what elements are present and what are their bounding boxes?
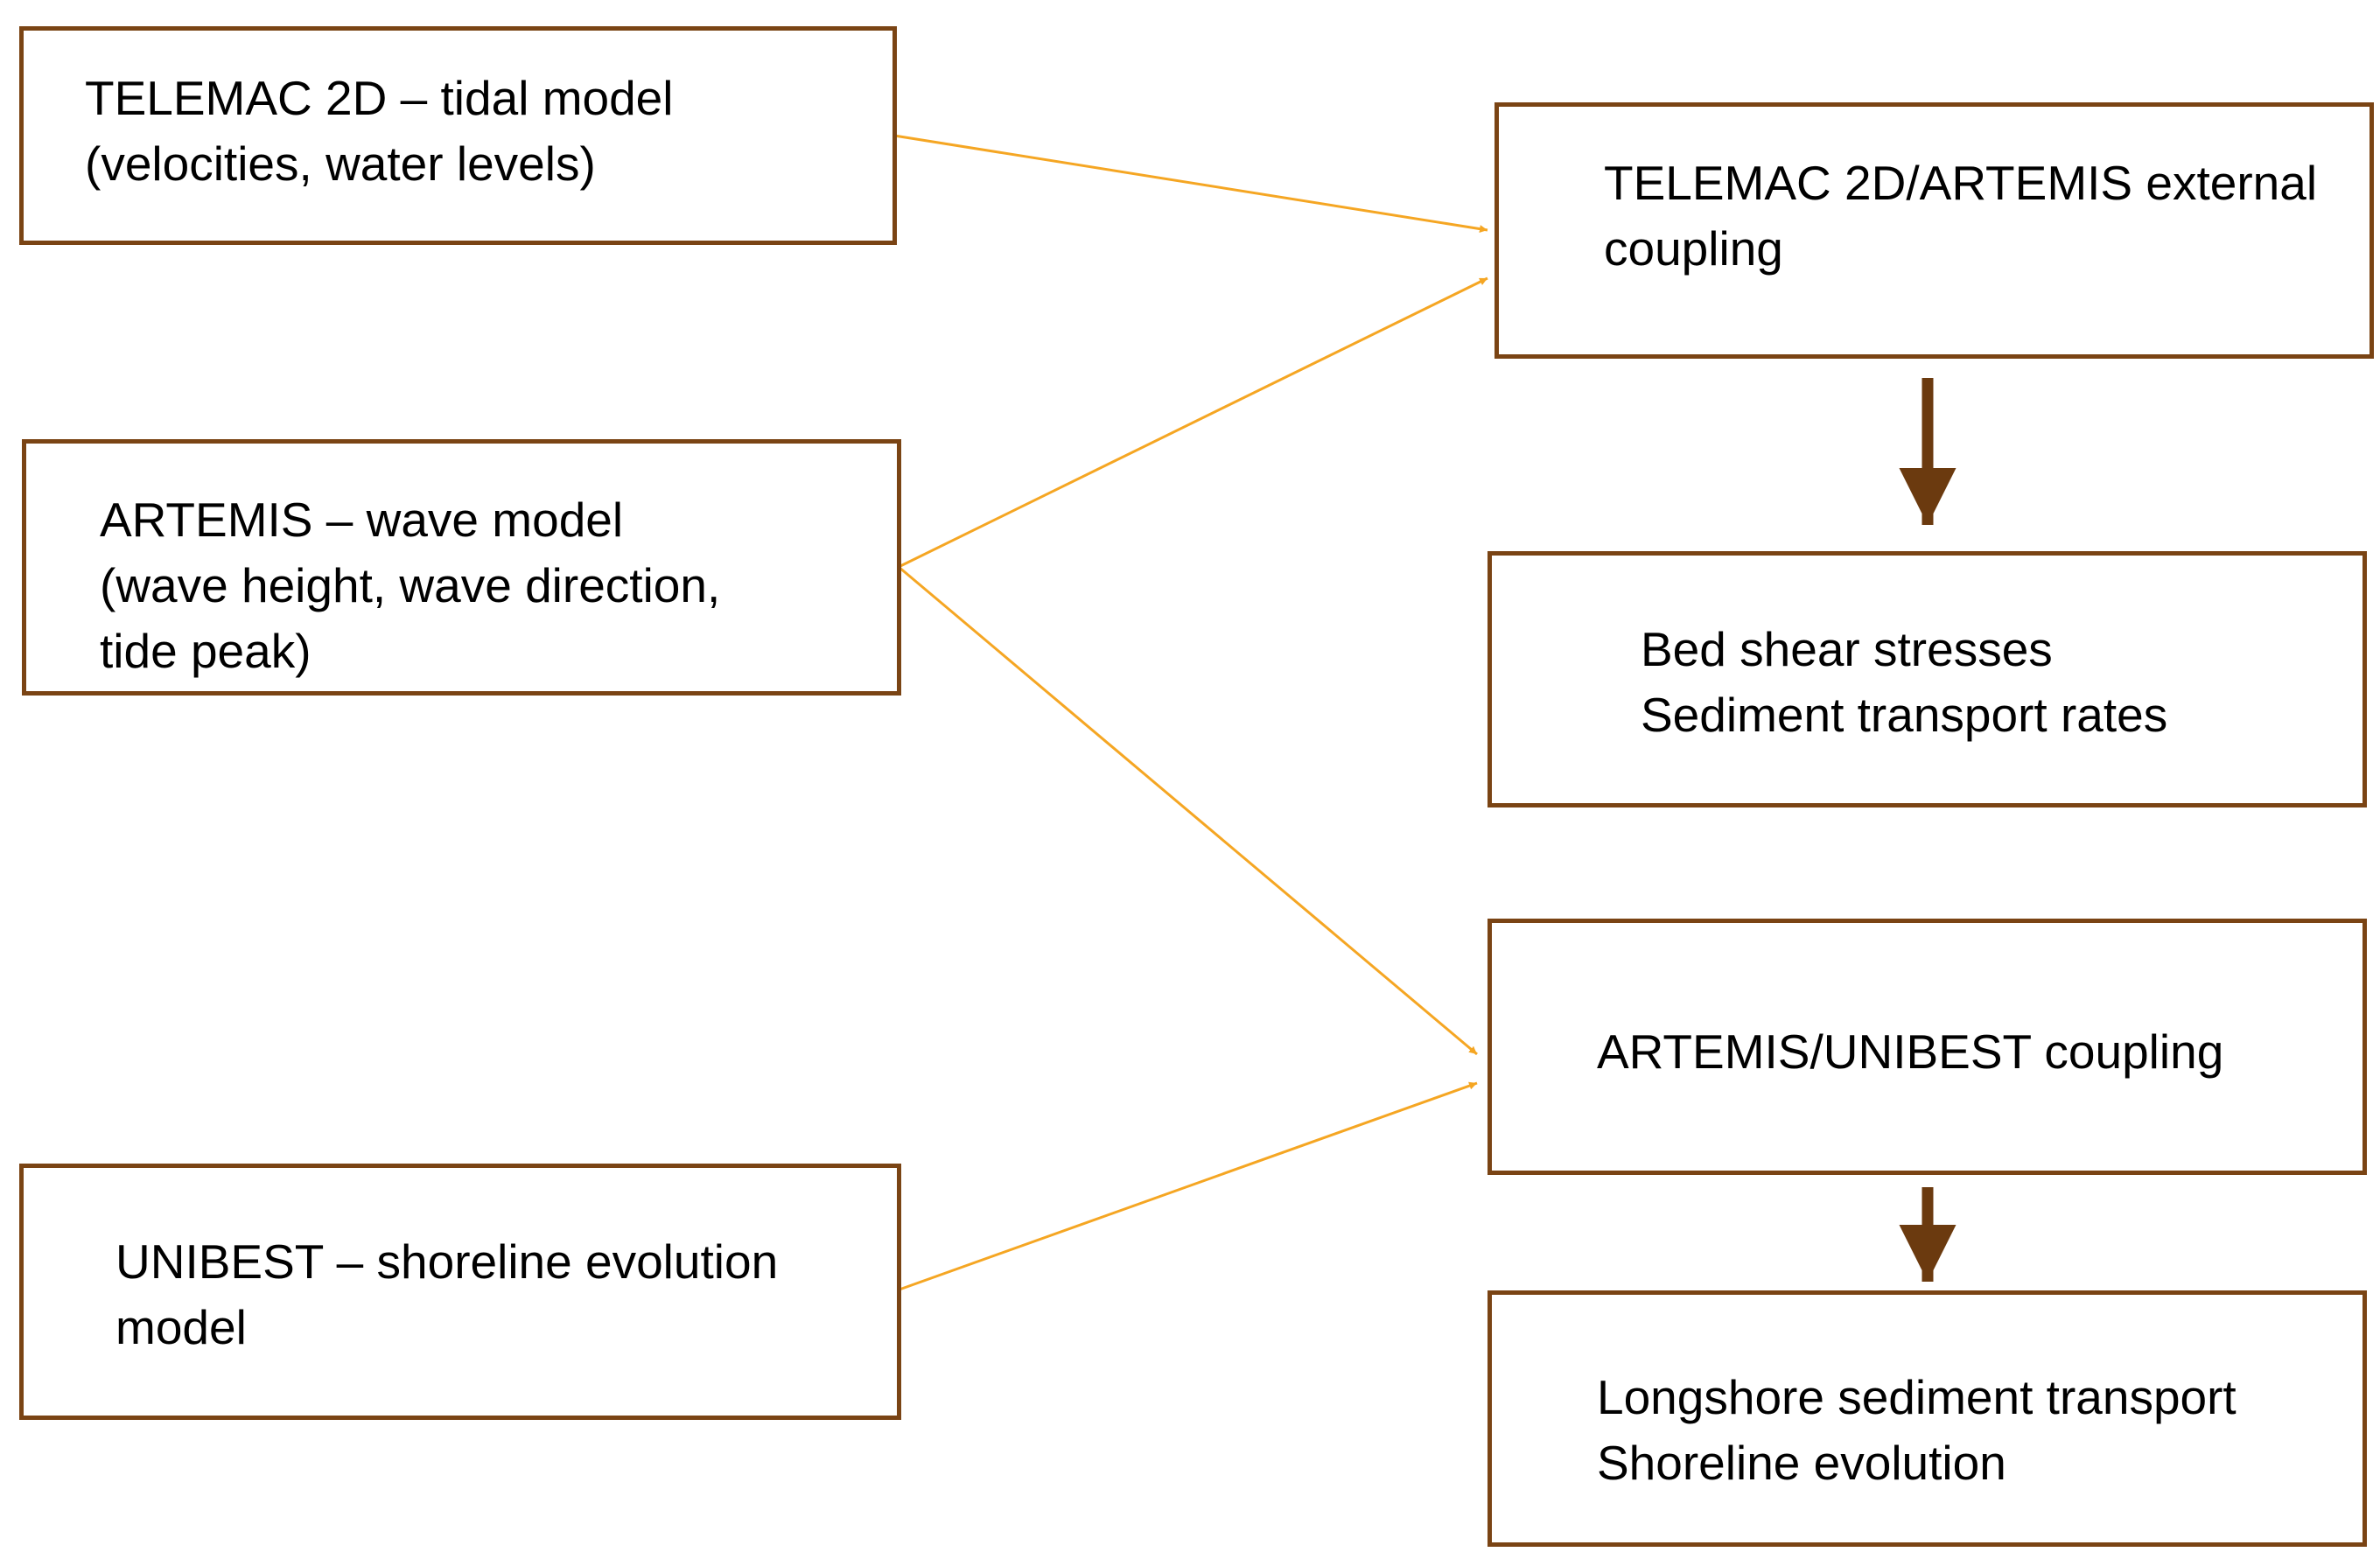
longshore-sediment-transport-label: Longshore sediment transport xyxy=(1597,1370,2236,1424)
longshore-shoreline-outputs-box: Longshore sediment transport Shoreline e… xyxy=(1488,1290,2367,1547)
artemis-wave-model-box: ARTEMIS – wave model (wave height, wave … xyxy=(22,439,901,696)
artemis-box-outputs: (wave height, wave direction, xyxy=(100,558,721,612)
unibest-shoreline-model-box: UNIBEST – shoreline evolution model xyxy=(19,1164,901,1420)
arrow-artemis-to-telemac-artemis-coupling xyxy=(898,276,1488,569)
arrow-unibest-to-artemis-unibest-coupling xyxy=(896,1081,1478,1292)
telemac-box-outputs: (velocities, water levels) xyxy=(85,136,596,191)
artemis-unibest-coupling-label: ARTEMIS/UNIBEST coupling xyxy=(1597,1024,2224,1079)
artemis-unibest-coupling-box: ARTEMIS/UNIBEST coupling xyxy=(1488,919,2367,1175)
shoreline-evolution-label: Shoreline evolution xyxy=(1597,1436,2006,1490)
artemis-box-outputs-continued: tide peak) xyxy=(100,624,312,678)
unibest-box-title-continued: model xyxy=(116,1300,247,1354)
unibest-box-title: UNIBEST – shoreline evolution xyxy=(116,1234,779,1289)
sediment-transport-rates-label: Sediment transport rates xyxy=(1641,688,2168,742)
arrow-artemis-to-artemis-unibest-coupling xyxy=(898,565,1478,1056)
arrow-telemac-to-telemac-artemis-coupling xyxy=(893,134,1488,234)
telemac-box-title: TELEMAC 2D – tidal model xyxy=(85,71,674,125)
artemis-box-title: ARTEMIS – wave model xyxy=(100,493,624,547)
telemac-tidal-model-box: TELEMAC 2D – tidal model (velocities, wa… xyxy=(19,26,897,245)
telemac-artemis-coupling-box: TELEMAC 2D/ARTEMIS external coupling xyxy=(1494,102,2374,359)
telemac-artemis-coupling-label-continued: coupling xyxy=(1604,221,1783,276)
shear-sediment-outputs-box: Bed shear stresses Sediment transport ra… xyxy=(1488,551,2367,807)
telemac-artemis-coupling-label: TELEMAC 2D/ARTEMIS external xyxy=(1604,156,2318,210)
bed-shear-stresses-label: Bed shear stresses xyxy=(1641,622,2053,676)
